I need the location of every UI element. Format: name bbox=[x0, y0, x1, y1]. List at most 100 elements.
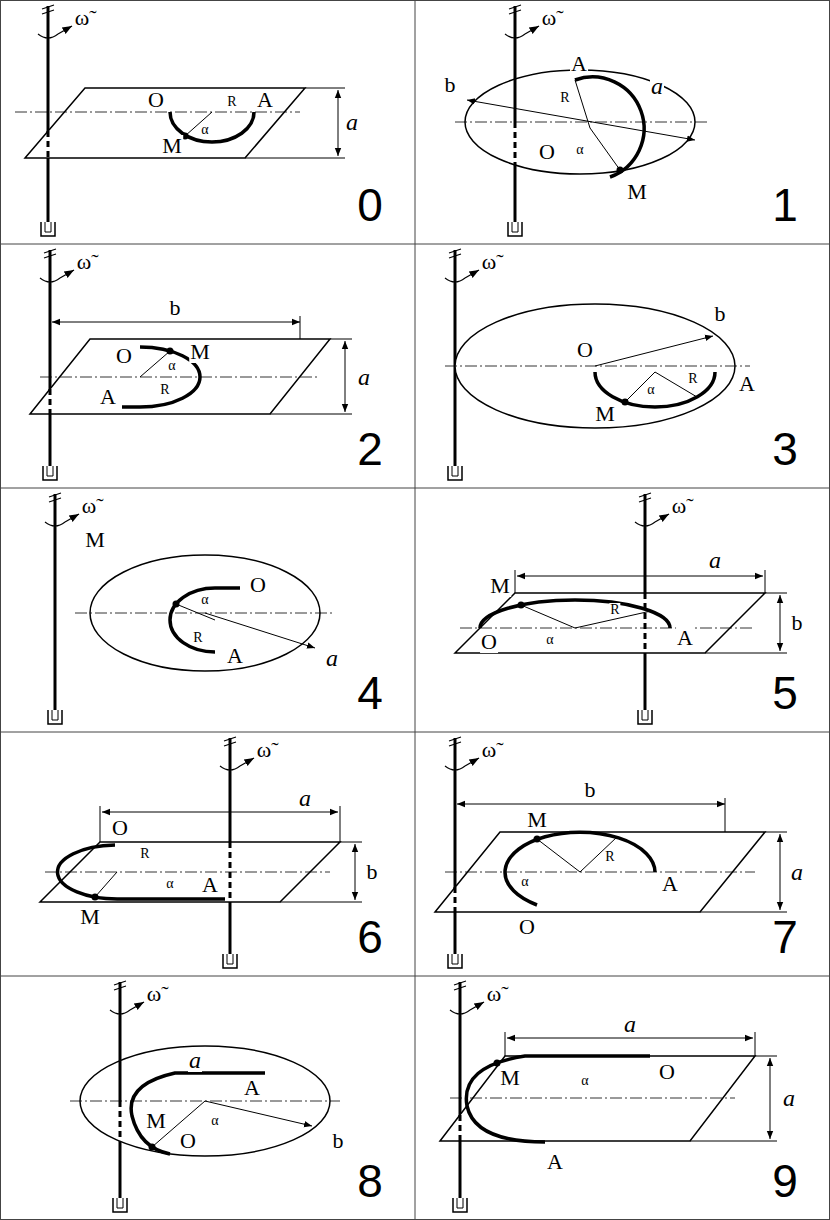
figure-polygon bbox=[25, 88, 305, 158]
figure-path bbox=[170, 588, 240, 652]
figure-path bbox=[515, 570, 765, 593]
point-label: O bbox=[576, 339, 594, 361]
point-label: a bbox=[790, 860, 804, 884]
panel-figure bbox=[40, 737, 362, 968]
point-label: α bbox=[545, 633, 554, 647]
figure-line bbox=[119, 1101, 122, 1141]
figure-line bbox=[205, 1101, 312, 1126]
point-label: O bbox=[179, 1130, 197, 1152]
figure-line bbox=[102, 812, 338, 813]
figure-circle bbox=[149, 1144, 156, 1151]
point-label: b bbox=[714, 303, 727, 325]
figure-path bbox=[690, 1056, 777, 1141]
figure-path bbox=[705, 593, 787, 653]
figure-polygon bbox=[455, 593, 765, 653]
figure-line bbox=[780, 595, 781, 651]
point-label: ω̃ bbox=[541, 7, 557, 29]
point-label: R bbox=[687, 372, 698, 386]
point-label: O bbox=[249, 574, 267, 596]
figure-line bbox=[205, 613, 315, 648]
point-label: R bbox=[192, 631, 203, 645]
panel-figure bbox=[455, 5, 710, 236]
figure-path bbox=[595, 372, 715, 407]
point-label: a bbox=[298, 786, 312, 810]
figure-line bbox=[580, 837, 617, 872]
point-label: A bbox=[201, 874, 219, 896]
figure-line bbox=[725, 798, 726, 832]
figure-path bbox=[575, 77, 644, 177]
point-label: ω̃ bbox=[76, 251, 92, 273]
figure-line bbox=[770, 1058, 771, 1139]
figure-line bbox=[644, 593, 647, 653]
figure-path bbox=[131, 1073, 265, 1154]
point-label: M bbox=[489, 575, 511, 597]
point-label: R bbox=[559, 91, 570, 105]
point-label: a bbox=[357, 365, 371, 389]
point-label: b bbox=[791, 612, 804, 634]
point-label: M bbox=[79, 906, 101, 928]
panel-number: 6 bbox=[356, 914, 384, 960]
figure-line bbox=[507, 1038, 753, 1039]
point-label: R bbox=[604, 850, 615, 864]
point-label: b bbox=[366, 861, 379, 883]
figure-line bbox=[49, 389, 52, 414]
panel-number: 4 bbox=[356, 670, 384, 716]
point-label: α bbox=[210, 1114, 219, 1128]
figure-line bbox=[45, 872, 330, 873]
panel-figure bbox=[445, 249, 750, 480]
point-label: a bbox=[650, 74, 664, 98]
figure-polygon bbox=[30, 339, 330, 414]
figure-line bbox=[537, 839, 580, 872]
figure-polygon bbox=[435, 832, 765, 912]
point-label: ω̃ bbox=[256, 739, 272, 761]
figure-circle bbox=[173, 601, 180, 608]
point-label: ω̃ bbox=[74, 7, 90, 29]
point-label: M bbox=[84, 529, 106, 551]
figure-line bbox=[625, 372, 655, 402]
figure-line bbox=[445, 872, 755, 873]
point-label: M bbox=[161, 135, 183, 157]
point-label: A bbox=[99, 386, 117, 408]
figure-line bbox=[338, 90, 339, 156]
figure-line bbox=[595, 336, 713, 366]
figure-circle bbox=[534, 836, 541, 843]
panel-number: 9 bbox=[771, 1158, 799, 1204]
point-label: O bbox=[658, 1061, 676, 1083]
point-label: A bbox=[226, 645, 244, 667]
point-label: b bbox=[169, 297, 182, 319]
point-label: R bbox=[226, 95, 237, 109]
figure-line bbox=[455, 122, 710, 123]
figure-path bbox=[466, 1056, 650, 1142]
figure-line bbox=[47, 131, 50, 158]
panel-number: 3 bbox=[771, 426, 799, 472]
point-label: ω̃ bbox=[486, 983, 502, 1005]
figure-path bbox=[480, 600, 670, 628]
panel-figure bbox=[45, 493, 335, 724]
point-label: α bbox=[200, 593, 209, 607]
panel-figure bbox=[15, 5, 345, 236]
figure-path bbox=[270, 339, 352, 414]
point-label: b bbox=[332, 1130, 345, 1152]
point-label: a bbox=[623, 1012, 637, 1036]
panel-number: 8 bbox=[356, 1158, 384, 1204]
figure-line bbox=[460, 628, 755, 629]
point-label: ω̃ bbox=[671, 495, 687, 517]
figure-circle bbox=[167, 348, 174, 355]
point-label: M bbox=[145, 1110, 167, 1132]
figure-line bbox=[514, 122, 517, 165]
figure-line bbox=[185, 112, 212, 136]
point-label: A bbox=[661, 873, 679, 895]
point-label: M bbox=[626, 181, 648, 203]
point-label: A bbox=[570, 53, 588, 75]
panel-figure bbox=[435, 737, 787, 968]
figure-line bbox=[467, 100, 695, 140]
point-label: b bbox=[444, 74, 457, 96]
figure-line bbox=[521, 605, 575, 628]
point-label: α bbox=[200, 123, 209, 137]
point-label: ω̃ bbox=[81, 495, 97, 517]
panel-number: 7 bbox=[771, 914, 799, 960]
point-label: ω̃ bbox=[146, 983, 162, 1005]
figure-line bbox=[140, 351, 170, 377]
figure-line bbox=[15, 112, 300, 113]
